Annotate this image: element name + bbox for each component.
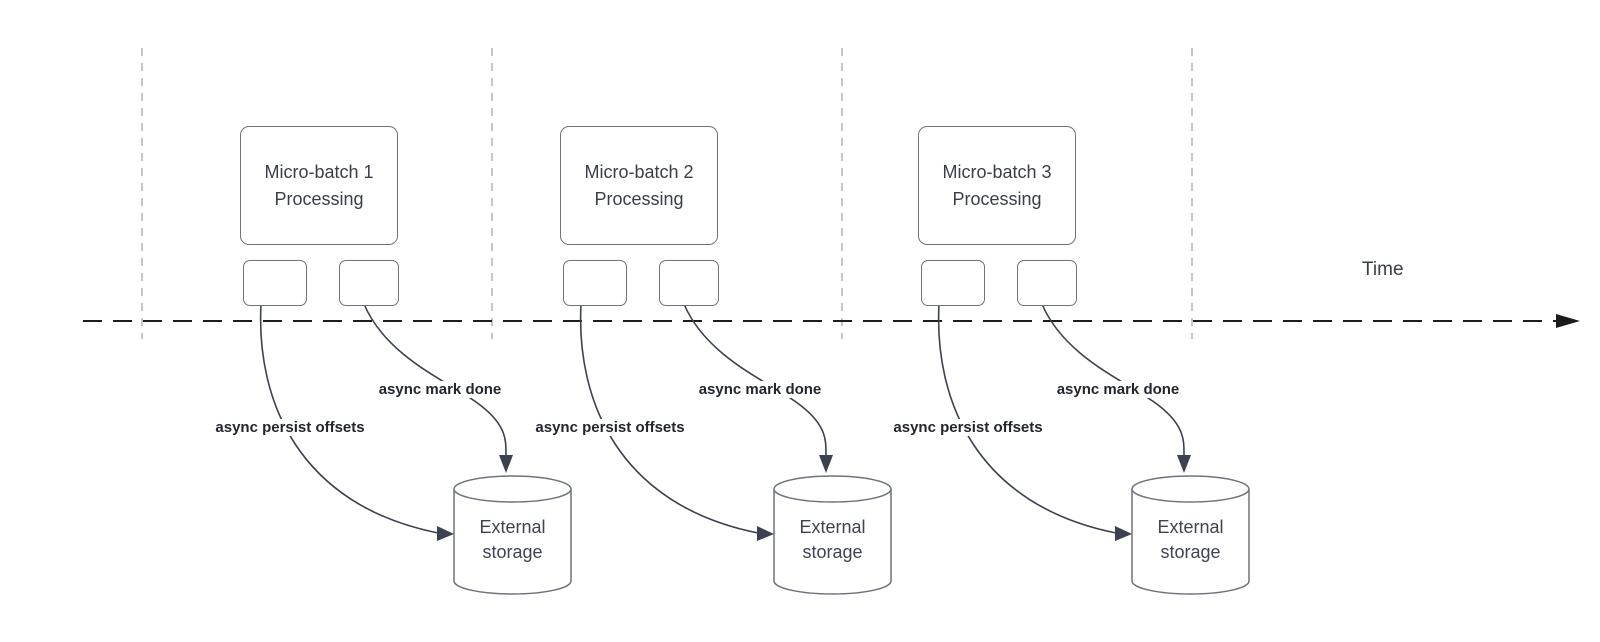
mark-done-arrowhead-icon — [1177, 455, 1191, 473]
storage-cylinder — [773, 475, 892, 595]
unit-2-graphics — [579, 303, 892, 595]
micro-batch-3-processing-box: Micro-batch 3 Processing — [918, 126, 1076, 245]
micro-batch-1-task-box-right — [339, 260, 399, 306]
micro-batch-1-title-line2: Processing — [274, 188, 364, 209]
mark-done-label: async mark done — [1053, 381, 1183, 398]
micro-batch-1-title-line1: Micro-batch 1 — [264, 161, 374, 182]
persist-offsets-arrowhead-icon — [437, 526, 454, 541]
persist-offsets-arrowhead-icon — [757, 526, 774, 541]
micro-batch-3-task-box-right — [1017, 260, 1077, 306]
micro-batch-2-processing-box: Micro-batch 2 Processing — [560, 126, 718, 245]
persist-offsets-arrow — [579, 303, 759, 534]
persist-offsets-label: async persist offsets — [212, 419, 368, 436]
storage-cylinder — [1131, 475, 1250, 595]
time-axis-label: Time — [1362, 259, 1404, 280]
vertical-guide-lines — [141, 48, 1193, 339]
mark-done-label: async mark done — [695, 381, 825, 398]
micro-batch-1-processing-box: Micro-batch 1 Processing — [240, 126, 398, 245]
micro-batch-3-title-line1: Micro-batch 3 — [942, 161, 1052, 182]
mark-done-arrowhead-icon — [499, 455, 513, 473]
micro-batch-3-title-line2: Processing — [952, 188, 1042, 209]
micro-batch-2-title-line2: Processing — [594, 188, 684, 209]
unit-1-graphics — [259, 303, 572, 595]
micro-batch-3-task-box-left — [921, 260, 985, 306]
micro-batch-2-title-line1: Micro-batch 2 — [584, 161, 694, 182]
mark-done-arrowhead-icon — [819, 455, 833, 473]
persist-offsets-arrow — [259, 303, 439, 534]
storage-cylinder — [453, 475, 572, 595]
micro-batch-1-task-box-left — [243, 260, 307, 306]
time-axis — [83, 314, 1580, 328]
micro-batch-2-task-box-right — [659, 260, 719, 306]
mark-done-arrow — [1041, 303, 1185, 457]
persist-offsets-label: async persist offsets — [532, 419, 688, 436]
mark-done-arrow — [683, 303, 827, 457]
mark-done-arrow — [363, 303, 507, 457]
unit-3-graphics — [937, 303, 1250, 595]
mark-done-label: async mark done — [375, 381, 505, 398]
persist-offsets-arrowhead-icon — [1115, 526, 1132, 541]
micro-batch-2-task-box-left — [563, 260, 627, 306]
persist-offsets-label: async persist offsets — [890, 419, 1046, 436]
time-axis-arrowhead-icon — [1556, 314, 1580, 328]
persist-offsets-arrow — [937, 303, 1117, 534]
